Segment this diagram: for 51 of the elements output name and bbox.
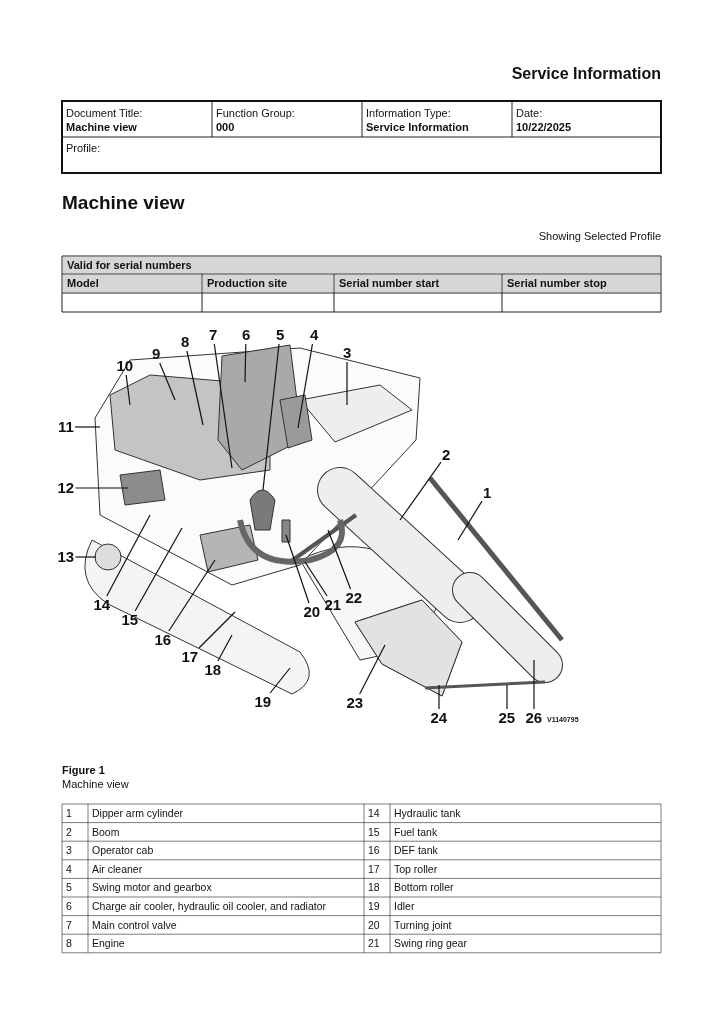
part-number: 2 [66, 825, 72, 839]
document-header: Service Information [511, 65, 661, 83]
part-name: Operator cab [92, 844, 154, 858]
field-value: Machine view [66, 120, 137, 134]
part-number: 21 [368, 937, 380, 951]
part-number: 5 [66, 881, 72, 895]
part-number: 14 [368, 807, 380, 820]
column-header: Serial number stop [503, 275, 660, 292]
part-number: 7 [66, 918, 72, 932]
part-name: Main control valve [92, 918, 177, 932]
field-label: Profile: [66, 141, 101, 155]
part-name: Air cleaner [92, 862, 143, 876]
part-name: Fuel tank [394, 825, 438, 839]
part-number: 20 [368, 918, 380, 932]
part-number: 15 [368, 825, 380, 839]
part-number: 8 [66, 937, 72, 951]
part-number: 3 [66, 844, 72, 858]
part-number: 18 [368, 881, 380, 895]
table-title: Valid for serial numbers [63, 257, 660, 273]
field-label: Date: [516, 106, 543, 120]
part-number: 1 [66, 807, 72, 820]
part-name: DEF tank [394, 844, 438, 858]
part-name: Boom [92, 825, 120, 839]
part-name: Charge air cooler, hydraulic oil cooler, and radiator [92, 900, 327, 913]
figure-caption: Machine view [62, 777, 129, 791]
part-name: Swing ring gear [394, 937, 467, 951]
part-name: Idler [394, 900, 415, 913]
field-label: Document Title: [66, 106, 143, 120]
part-name: Dipper arm cylinder [92, 807, 184, 820]
part-number: 4 [66, 862, 72, 876]
part-number: 19 [368, 900, 380, 913]
page-heading: Machine view [62, 192, 185, 214]
part-number: 16 [368, 844, 380, 858]
field-value: 000 [216, 120, 235, 134]
part-name: Top roller [394, 862, 438, 876]
part-name: Turning joint [394, 918, 452, 932]
part-name: Swing motor and gearbox [92, 881, 212, 895]
column-header: Model [63, 275, 201, 292]
part-name: Hydraulic tank [394, 807, 461, 820]
column-header: Serial number start [335, 275, 501, 292]
column-header: Production site [203, 275, 333, 292]
part-number: 6 [66, 900, 72, 913]
field-value: Service Information [366, 120, 469, 134]
field-label: Function Group: [216, 106, 295, 120]
profile-note: Showing Selected Profile [538, 229, 661, 243]
field-value: 10/22/2025 [516, 120, 572, 134]
field-label: Information Type: [366, 106, 451, 120]
part-name: Engine [92, 937, 125, 951]
figure-number: Figure 1 [62, 763, 105, 777]
part-name: Bottom roller [394, 881, 454, 895]
part-number: 17 [368, 862, 380, 876]
